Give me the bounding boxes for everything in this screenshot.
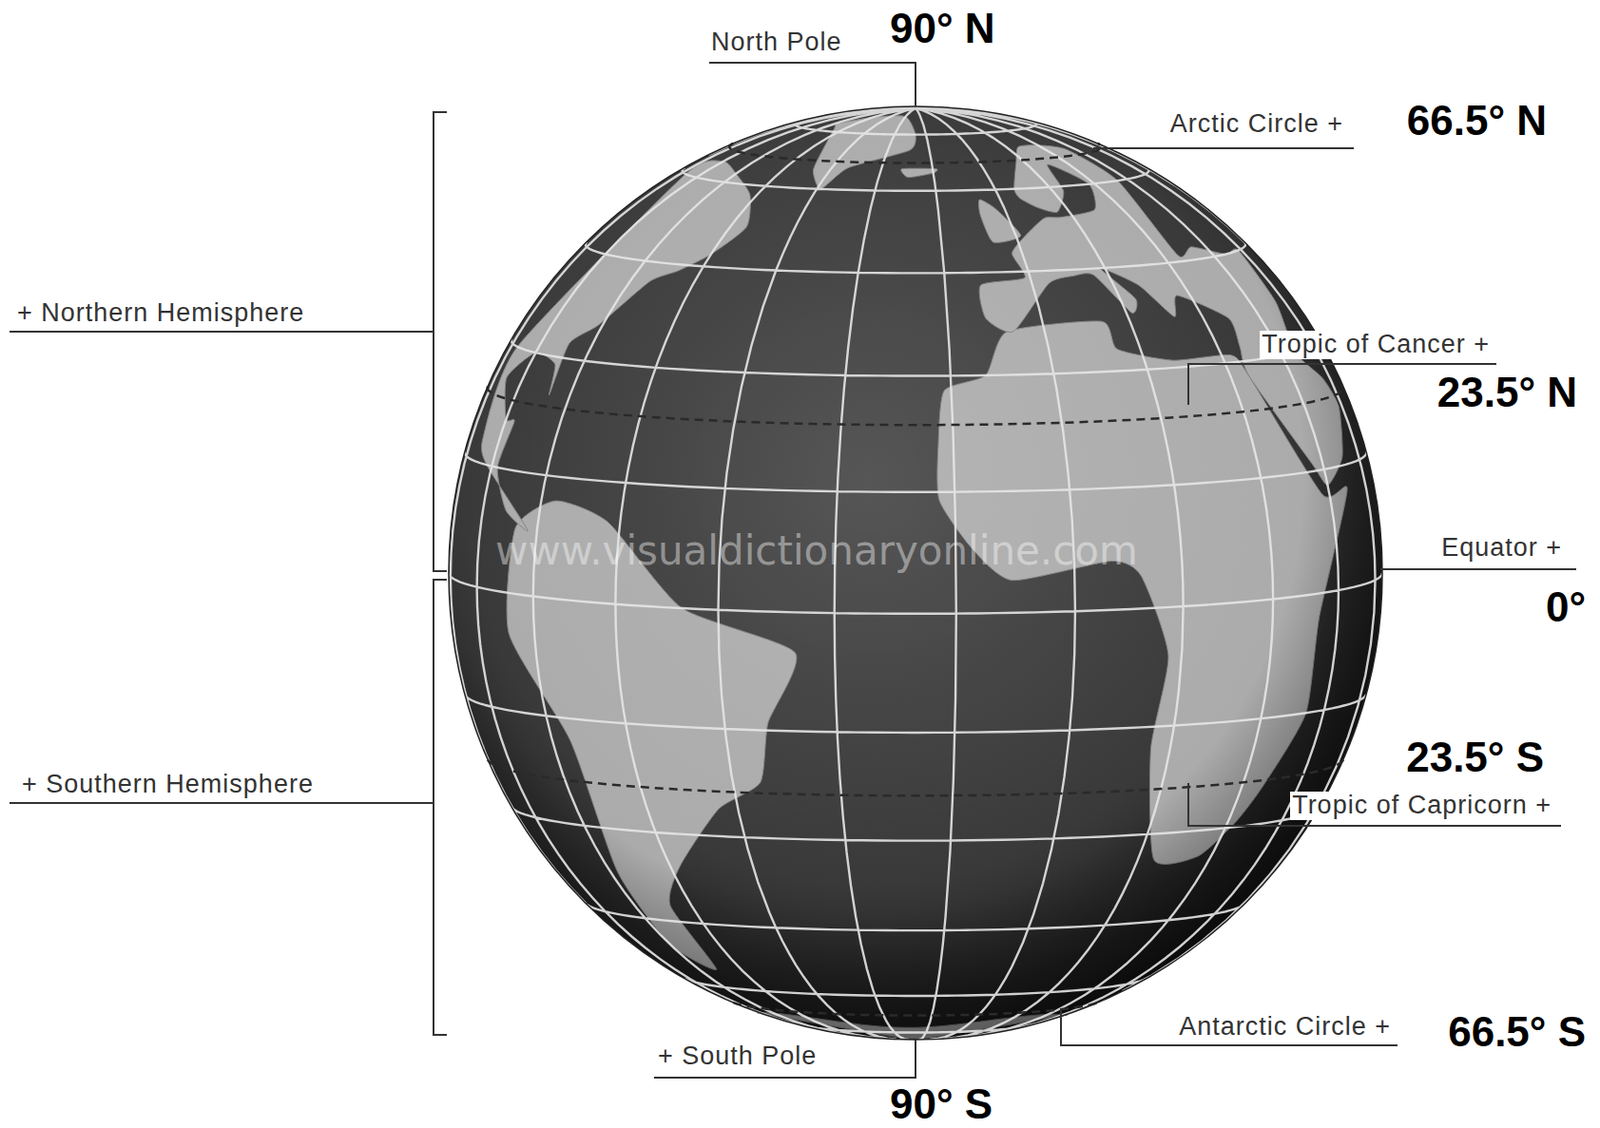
leader-line bbox=[709, 62, 916, 107]
equator-label: Equator + bbox=[1439, 534, 1564, 563]
latitude-value: 0° bbox=[1543, 586, 1588, 629]
hemisphere-bracket bbox=[433, 112, 447, 572]
tropic-label: Tropic of Cancer + bbox=[1259, 330, 1492, 360]
leader-line bbox=[9, 330, 434, 333]
pole-label: North Pole bbox=[709, 28, 845, 58]
latitude-circle bbox=[487, 760, 1344, 797]
latitude-circle bbox=[487, 385, 1345, 425]
leader-line bbox=[1060, 1010, 1398, 1046]
leader-line bbox=[1093, 147, 1354, 150]
latitude-value: 66.5° N bbox=[1405, 99, 1549, 142]
latitude-value: 90° S bbox=[887, 1083, 995, 1126]
globe-sphere bbox=[448, 106, 1383, 1041]
latitude-value: 66.5° S bbox=[1445, 1011, 1588, 1054]
latitude-value: 90° N bbox=[887, 7, 998, 50]
circle-label: Antarctic Circle + bbox=[1176, 1013, 1393, 1042]
leader-line bbox=[654, 1040, 916, 1079]
latitude-value: 23.5° N bbox=[1435, 371, 1580, 414]
tropic-label: Tropic of Capricorn + bbox=[1290, 791, 1554, 821]
pole-label: + South Pole bbox=[655, 1042, 819, 1072]
latitude-circle bbox=[729, 143, 1102, 164]
leader-line bbox=[1380, 568, 1577, 571]
hemisphere-label: + Northern Hemisphere bbox=[15, 299, 307, 328]
circle-label: Arctic Circle + bbox=[1168, 110, 1346, 139]
graticule bbox=[448, 106, 1383, 1041]
leader-line bbox=[1188, 783, 1562, 827]
hemisphere-label: + Southern Hemisphere bbox=[19, 771, 316, 800]
latitude-value: 23.5° S bbox=[1404, 736, 1546, 779]
globe-outline bbox=[448, 106, 1383, 1041]
leader-line bbox=[9, 802, 434, 805]
hemisphere-bracket bbox=[433, 579, 447, 1036]
latitude-circle bbox=[732, 1002, 1099, 1017]
watermark: www.visualdictionaryonline.com bbox=[495, 529, 1138, 574]
globe-shading bbox=[448, 106, 1383, 1041]
